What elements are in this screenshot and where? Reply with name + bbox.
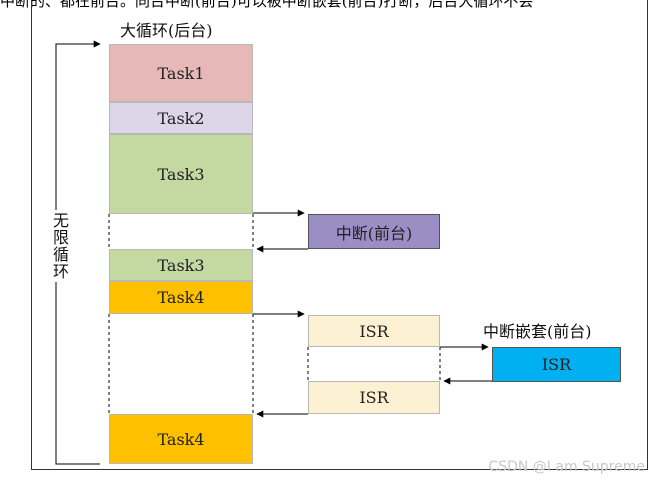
task4-resume-block: Task4: [109, 414, 253, 464]
nested-isr-block: ISR: [492, 347, 621, 382]
infinite-loop-label: 无限循环: [47, 210, 71, 282]
task3-block: Task3: [109, 134, 253, 214]
watermark: CSDN @I am Supreme: [488, 459, 645, 475]
task4-block: Task4: [109, 281, 253, 314]
background-loop-title: 大循环(后台): [120, 21, 213, 40]
task1-block: Task1: [109, 44, 253, 102]
isr-block: ISR: [308, 315, 440, 347]
diagram-frame: [31, 0, 648, 470]
top-strip-text: 中断的、都在前台。同台中断(前台)可以被中断嵌套(前台)打断，后台大循环不会: [0, 0, 661, 8]
interrupt-block: 中断(前台): [308, 214, 440, 249]
task2-block: Task2: [109, 102, 253, 134]
isr-resume-block: ISR: [308, 381, 440, 414]
nested-interrupt-title: 中断嵌套(前台): [483, 322, 592, 341]
task3-resume-block: Task3: [109, 249, 253, 281]
